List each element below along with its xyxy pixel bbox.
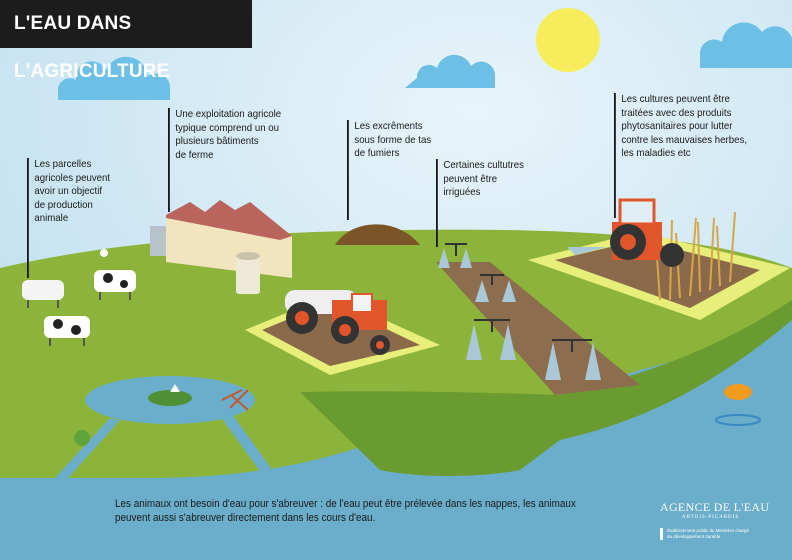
caption: Les animaux ont besoin d'eau pour s'abre…: [115, 497, 576, 525]
label-line: peuvent être: [443, 172, 498, 185]
label-line: de ferme: [175, 148, 214, 161]
label-animal-plots: Les parcelles agricoles peuvent avoir un…: [27, 158, 110, 278]
label-line: traitées avec des produits: [621, 106, 732, 119]
manure-pile: [335, 224, 420, 245]
agency-logo: AGENCE DE L'EAU ARTOIS-PICARDIE Établiss…: [660, 488, 769, 540]
bird: [100, 249, 108, 257]
tractor-sprayer: [567, 198, 684, 267]
logo-region: ARTOIS-PICARDIE: [682, 515, 740, 520]
label-line: phytosanitaires pour lutter: [621, 120, 733, 132]
label-line: irriguées: [443, 186, 481, 198]
label-line: Une exploitation agricole: [175, 108, 282, 120]
label-farm-buildings: Une exploitation agricole typique compre…: [168, 108, 281, 212]
logo-establishment: Établissement public du Ministère chargé…: [660, 528, 769, 540]
label-line: Certaines cultutres: [443, 159, 524, 171]
label-line: de production: [34, 198, 93, 211]
label-line: Les parcelles: [34, 158, 92, 170]
page-title: L'EAU DANS L'AGRICULTURE: [0, 0, 252, 82]
label-line: les maladies etc: [621, 147, 691, 159]
label-irrigation: Certaines cultutres peuvent être irrigué…: [436, 159, 524, 247]
label-line: de fumiers: [354, 147, 400, 159]
label-line: avoir un objectif: [34, 185, 103, 197]
caption-line: peuvent aussi s'abreuver directement dan…: [115, 512, 376, 524]
cows: [22, 270, 136, 346]
label-pesticides: Les cultures peuvent être traitées avec …: [614, 93, 747, 218]
label-line: Les excrêments: [354, 120, 423, 132]
irrigation-sprinklers: [438, 243, 601, 380]
tractor-with-trailer: [285, 290, 390, 355]
farm-buildings: [150, 200, 292, 294]
label-line: animale: [34, 212, 69, 224]
clouds: [58, 22, 792, 100]
logo-establishment-line: Établissement public du Ministère chargé: [667, 528, 750, 533]
caption-line: Les animaux ont besoin d'eau pour s'abre…: [115, 498, 576, 510]
label-line: agricoles peuvent: [34, 171, 111, 184]
label-line: sous forme de tas: [354, 133, 432, 146]
fish: [715, 384, 761, 426]
frog: [74, 430, 90, 446]
label-line: contre les mauvaises herbes,: [621, 133, 748, 146]
label-line: plusieurs bâtiments: [175, 135, 259, 147]
label-line: typique comprend un ou: [175, 121, 280, 134]
logo-establishment-line: du développement durable: [667, 534, 721, 539]
logo-name: AGENCE DE L'EAU: [660, 500, 770, 514]
label-line: Les cultures peuvent être: [621, 93, 730, 105]
dragonfly: [221, 389, 249, 411]
label-manure: Les excrêments sous forme de tas de fumi…: [347, 120, 431, 220]
sun: [536, 8, 600, 72]
